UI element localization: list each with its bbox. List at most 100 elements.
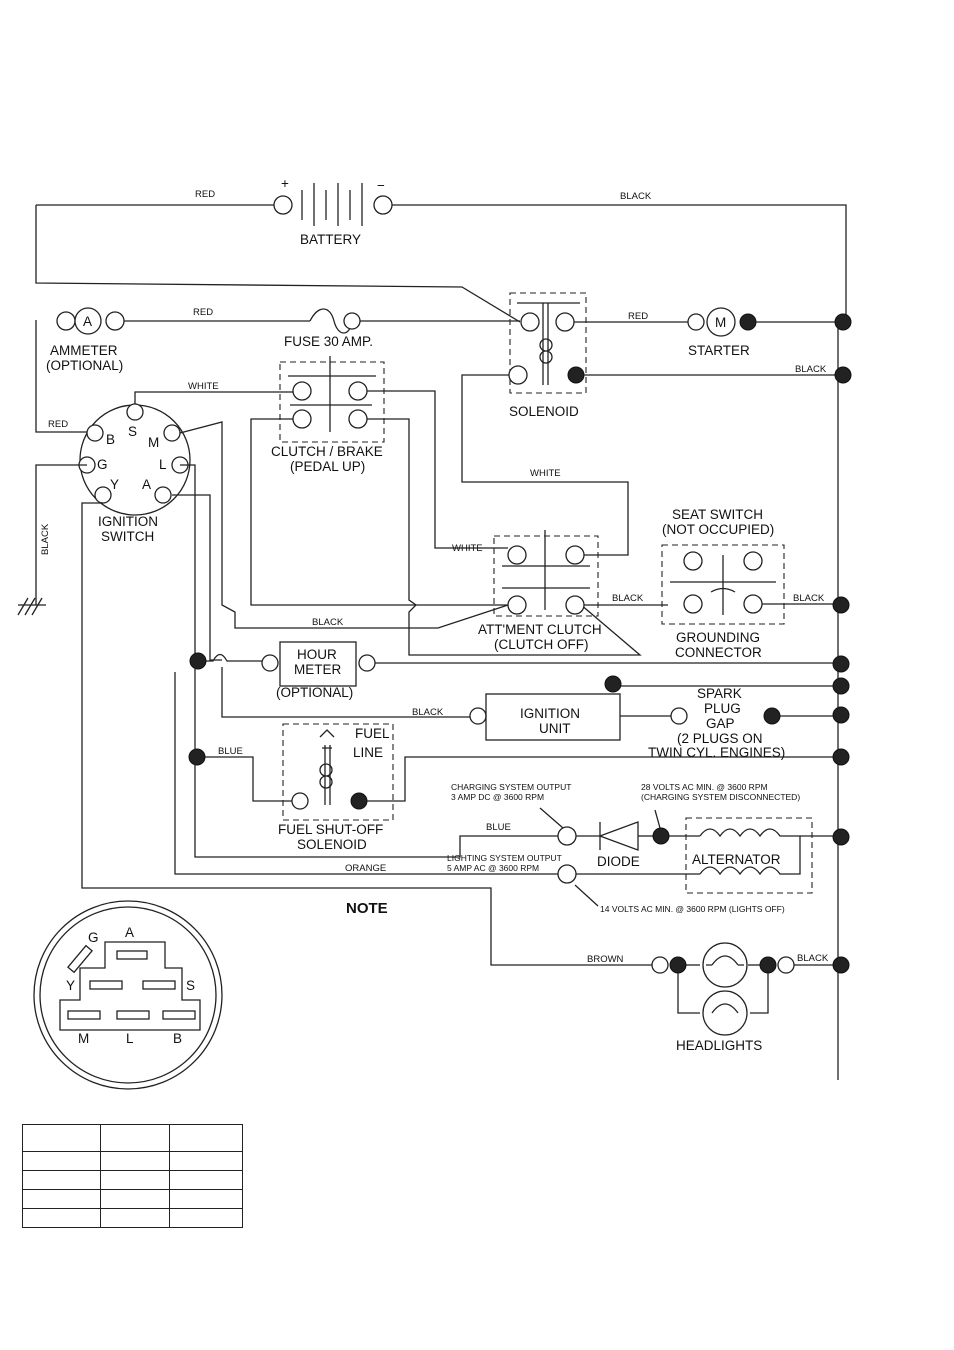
- charging-output-label-1: CHARGING SYSTEM OUTPUT: [451, 782, 571, 792]
- note-label: NOTE: [346, 900, 388, 917]
- battery: + − BATTERY RED BLACK: [35, 176, 847, 323]
- wire-label-brown: BROWN: [587, 954, 624, 965]
- connector-label-b: B: [173, 1031, 182, 1046]
- starter: M STARTER: [687, 307, 842, 358]
- spark-label-1: SPARK: [697, 686, 742, 701]
- fuel-solenoid-label-1: FUEL SHUT-OFF: [278, 822, 383, 837]
- starter-symbol: M: [715, 315, 726, 330]
- table-cell: [169, 1124, 243, 1152]
- wire-label-blue-charging: BLUE: [486, 822, 511, 833]
- starter-label: STARTER: [688, 343, 750, 358]
- table-cell: [22, 1208, 101, 1228]
- lighting-output-label-1: LIGHTING SYSTEM OUTPUT: [447, 853, 562, 863]
- hour-meter-optional: (OPTIONAL): [276, 685, 353, 700]
- table-cell: [100, 1151, 170, 1171]
- wire-label-orange: ORANGE: [345, 863, 386, 874]
- wire-label-black-ignition-unit: BLACK: [412, 707, 444, 718]
- fuse: FUSE 30 AMP.: [284, 308, 520, 349]
- table-cell: [22, 1124, 101, 1152]
- table-cell: [22, 1170, 101, 1190]
- connector-label-y: Y: [66, 978, 75, 993]
- alternator-label: ALTERNATOR: [692, 852, 781, 867]
- diode-label: DIODE: [597, 854, 640, 869]
- ammeter-symbol: A: [83, 314, 92, 329]
- grounding-connector-label: CONNECTOR: [675, 645, 762, 660]
- wire-label-white-solenoid: WHITE: [530, 468, 561, 479]
- seat-switch: BLACK SEAT SWITCH (NOT OCCUPIED) GROUNDI…: [661, 507, 833, 660]
- attachment-clutch-switch: WHITE BLACK BLACK ATT'MENT CLUTCH (CLUTC…: [312, 530, 668, 652]
- table-cell: [22, 1151, 101, 1171]
- ignition-unit-label-2: UNIT: [539, 721, 571, 736]
- grounding-label: GROUNDING: [676, 630, 760, 645]
- volts28-label-2: (CHARGING SYSTEM DISCONNECTED): [641, 792, 800, 802]
- solenoid-label: SOLENOID: [509, 404, 579, 419]
- headlights: BROWN BLACK HEADLIGHTS: [587, 942, 833, 1053]
- wire-label-black-attment: BLACK: [312, 617, 344, 628]
- connector-diagram: G A Y S M L B: [33, 900, 223, 1090]
- clutch-label: CLUTCH / BRAKE: [271, 444, 383, 459]
- clutch-pedal-label: (PEDAL UP): [290, 459, 365, 474]
- volts14-label: 14 VOLTS AC MIN. @ 3600 RPM (LIGHTS OFF): [600, 904, 785, 914]
- connector-label-a: A: [125, 925, 134, 940]
- headlights-label: HEADLIGHTS: [676, 1038, 762, 1053]
- ignition-unit-label-1: IGNITION: [520, 706, 580, 721]
- spark-label-4: (2 PLUGS ON: [677, 731, 763, 746]
- table-cell: [100, 1189, 170, 1209]
- wire-label-black-seat: BLACK: [612, 593, 644, 604]
- table-cell: [169, 1170, 243, 1190]
- table-cell: [100, 1170, 170, 1190]
- wire-label-white-attment: WHITE: [452, 543, 483, 554]
- table-cell: [169, 1189, 243, 1209]
- battery-label: BATTERY: [300, 232, 361, 247]
- wire-label-red-top: RED: [195, 189, 215, 200]
- ignition-terminal-s: S: [128, 424, 137, 439]
- ignition-terminal-a: A: [142, 477, 151, 492]
- wire-label-black-solenoid: BLACK: [795, 364, 827, 375]
- ignition-unit: IGNITION UNIT BLACK SPARK PLUG GAP (2 PL…: [412, 675, 833, 760]
- lighting-output-label-2: 5 AMP AC @ 3600 RPM: [447, 863, 539, 873]
- clutch-brake-switch: CLUTCH / BRAKE (PEDAL UP): [250, 356, 642, 656]
- ignition-switch-label: SWITCH: [101, 529, 154, 544]
- ignition-switch: S B M G L Y A IGNITION SWITCH WHITE RED …: [17, 381, 652, 966]
- wire-label-white-ignition: WHITE: [188, 381, 219, 392]
- charging-output-label-2: 3 AMP DC @ 3600 RPM: [451, 792, 544, 802]
- wire-label-black-top: BLACK: [620, 191, 652, 202]
- ammeter-label: AMMETER: [50, 343, 118, 358]
- connector-label-s: S: [186, 978, 195, 993]
- table-cell: [100, 1208, 170, 1228]
- ignition-terminal-y: Y: [110, 477, 119, 492]
- ammeter: A AMMETER (OPTIONAL) RED: [35, 307, 310, 433]
- wire-label-red-starter: RED: [628, 311, 648, 322]
- spark-label-5: TWIN CYL. ENGINES): [648, 745, 785, 760]
- wire-label-red-ammeter: RED: [193, 307, 213, 318]
- wire-label-black-headlights: BLACK: [797, 953, 829, 964]
- seat-label: SEAT SWITCH: [672, 507, 763, 522]
- legend-table: [22, 1124, 243, 1228]
- spark-label-2: PLUG: [704, 701, 741, 716]
- ground-bus: [832, 313, 852, 1080]
- ignition-terminal-g: G: [97, 457, 108, 472]
- battery-minus-label: −: [377, 178, 385, 193]
- battery-plus-label: +: [281, 176, 289, 191]
- ignition-terminal-l: L: [159, 457, 167, 472]
- table-cell: [100, 1124, 170, 1152]
- solenoid: SOLENOID RED BLACK WHITE: [461, 292, 842, 556]
- connector-label-g: G: [88, 930, 99, 945]
- attment-off-label: (CLUTCH OFF): [494, 637, 589, 652]
- hour-meter-label-1: HOUR: [297, 647, 337, 662]
- fuel-line-label-1: FUEL: [355, 726, 390, 741]
- ammeter-optional-label: (OPTIONAL): [46, 358, 123, 373]
- wire-label-black-ground: BLACK: [40, 523, 51, 555]
- connector-label-l: L: [126, 1031, 134, 1046]
- table-cell: [22, 1189, 101, 1209]
- wire-label-blue-fuel: BLUE: [218, 746, 243, 757]
- table-cell: [169, 1208, 243, 1228]
- charging-system: BLUE ORANGE DIODE ALTERNATOR CHARGING SY…: [174, 667, 833, 914]
- fuel-shutoff-solenoid: BLUE FUEL LINE FUEL SHUT-OFF SOLENOID: [188, 723, 833, 852]
- hour-meter-label-2: METER: [294, 662, 342, 677]
- connector-label-m: M: [78, 1031, 89, 1046]
- fuel-solenoid-label-2: SOLENOID: [297, 837, 367, 852]
- attment-label: ATT'MENT CLUTCH: [478, 622, 602, 637]
- fuse-label: FUSE 30 AMP.: [284, 334, 373, 349]
